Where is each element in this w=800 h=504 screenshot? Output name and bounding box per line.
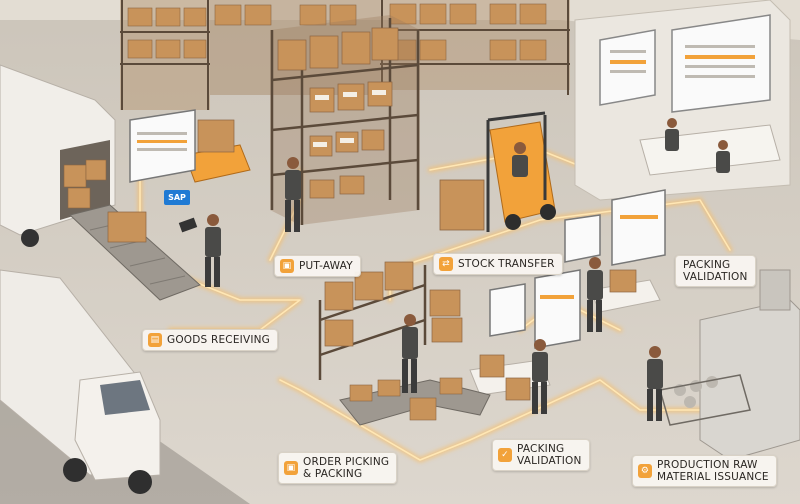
worker-forklift-driver xyxy=(512,142,528,177)
clipboard-icon: ▤ xyxy=(148,333,162,347)
label-order-picking: ▣ ORDER PICKING & PACKING xyxy=(278,452,398,485)
production-issuance-line1: PRODUCTION RAW xyxy=(657,459,758,471)
label-put-away: ▣ PUT-AWAY xyxy=(274,255,361,277)
gear-icon: ⚙ xyxy=(638,464,652,479)
packing-station-top xyxy=(564,189,666,313)
box-icon: ▣ xyxy=(280,259,294,273)
packing-validation-bottom-line1: PACKING xyxy=(517,443,565,455)
label-goods-receiving: ▤ GOODS RECEIVING xyxy=(142,329,279,351)
office-room xyxy=(574,0,791,201)
packing-validation-top-line2: VALIDATION xyxy=(683,271,748,284)
truck-receiving xyxy=(0,64,116,247)
sap-logo-badge: SAP xyxy=(164,190,190,205)
worker-picking xyxy=(402,314,418,393)
worker-receiving xyxy=(178,214,221,287)
label-packing-validation-bottom: ✓ PACKING VALIDATION xyxy=(492,439,590,472)
packing-validation-bottom-line2: VALIDATION xyxy=(517,455,582,468)
packing-station-bottom xyxy=(469,269,581,401)
office-workers xyxy=(665,118,730,173)
production-issuance-line2: MATERIAL ISSUANCE xyxy=(657,471,769,484)
worker-packing-top xyxy=(587,257,603,332)
clipboard-check-icon: ✓ xyxy=(498,448,512,463)
label-packing-validation-top: PACKING VALIDATION xyxy=(675,255,756,288)
label-production-issuance: ⚙ PRODUCTION RAW MATERIAL ISSUANCE xyxy=(632,455,777,488)
conveyor-picking xyxy=(339,377,491,426)
road xyxy=(0,300,250,504)
put-away-text: PUT-AWAY xyxy=(299,259,353,272)
transfer-arrows-icon: ⇄ xyxy=(439,257,453,271)
production-machine xyxy=(659,269,800,461)
workers xyxy=(178,118,730,421)
order-picking-line2: & PACKING xyxy=(303,468,363,481)
agv-robot xyxy=(184,119,251,183)
worker-putaway xyxy=(285,157,301,232)
storage-rack-picking xyxy=(318,261,463,380)
worker-packing-bottom xyxy=(532,339,548,414)
truck-dispatch xyxy=(0,269,161,494)
stock-transfer-text: STOCK TRANSFER xyxy=(458,257,555,270)
conveyor-receiving xyxy=(68,204,201,301)
box-icon: ▣ xyxy=(284,461,298,476)
packing-validation-top-line1: PACKING xyxy=(683,259,731,271)
order-picking-line1: ORDER PICKING xyxy=(303,456,390,468)
storage-rack-center xyxy=(270,15,420,225)
receiving-terminal-screen xyxy=(129,109,196,183)
goods-receiving-text: GOODS RECEIVING xyxy=(167,333,271,346)
worker-production xyxy=(647,346,663,421)
label-stock-transfer: ⇄ STOCK TRANSFER xyxy=(433,253,563,275)
